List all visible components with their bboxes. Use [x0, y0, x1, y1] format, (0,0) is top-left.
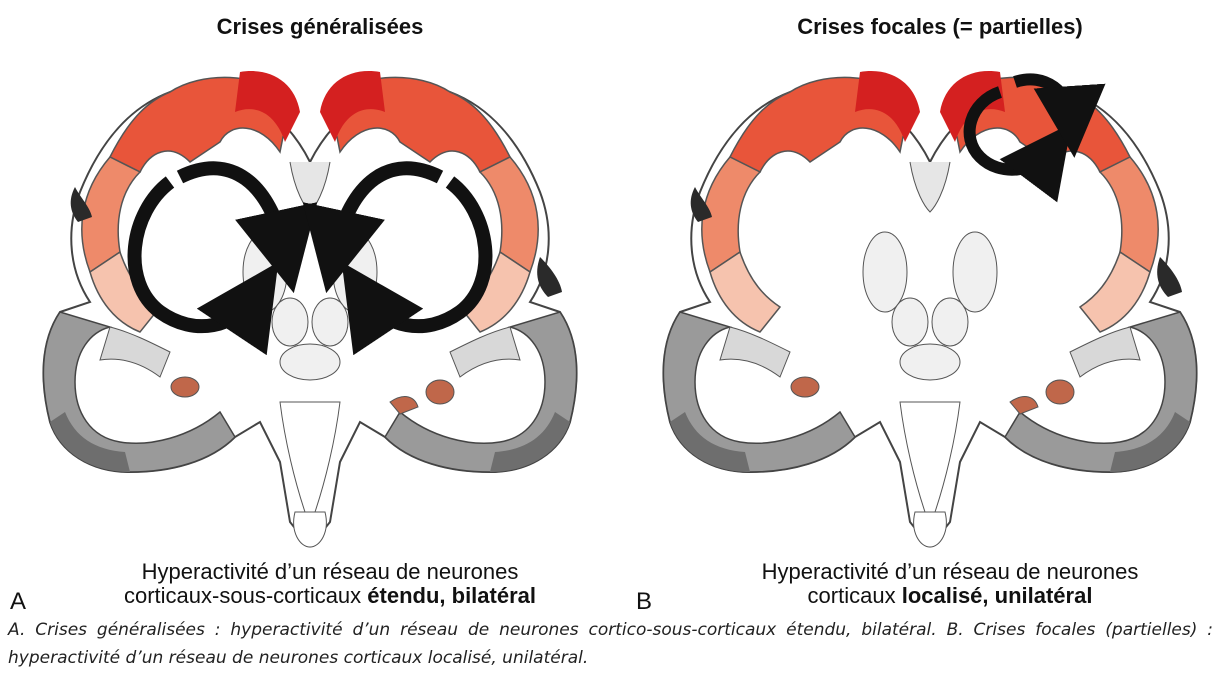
panel-b-letter: B — [636, 588, 652, 616]
panel-a-caption-plain: corticaux-sous-corticaux — [124, 583, 367, 608]
brain-diagram-generalized — [20, 42, 600, 552]
figure-legend: A. Crises généralisées : hyperactivité d… — [8, 616, 1213, 672]
panel-a-caption-line2: corticaux-sous-corticaux étendu, bilatér… — [60, 584, 600, 608]
panel-b-title: Crises focales (= partielles) — [690, 14, 1190, 40]
panel-a-caption-bold: étendu, bilatéral — [367, 583, 536, 608]
brain-diagram-focal — [640, 42, 1220, 552]
panel-a-caption: Hyperactivité d’un réseau de neurones co… — [60, 560, 600, 608]
panel-b-caption: Hyperactivité d’un réseau de neurones co… — [680, 560, 1220, 608]
panel-a-caption-line1: Hyperactivité d’un réseau de neurones — [60, 560, 600, 584]
panel-b-caption-line1: Hyperactivité d’un réseau de neurones — [680, 560, 1220, 584]
deep-structures — [171, 162, 454, 547]
panel-b-caption-bold: localisé, unilatéral — [902, 583, 1093, 608]
panel-a-title: Crises généralisées — [120, 14, 520, 40]
panel-a-letter: A — [10, 588, 26, 616]
panel-b-caption-plain: corticaux — [808, 583, 902, 608]
deep-structures — [791, 162, 1074, 547]
panel-b-caption-line2: corticaux localisé, unilatéral — [680, 584, 1220, 608]
